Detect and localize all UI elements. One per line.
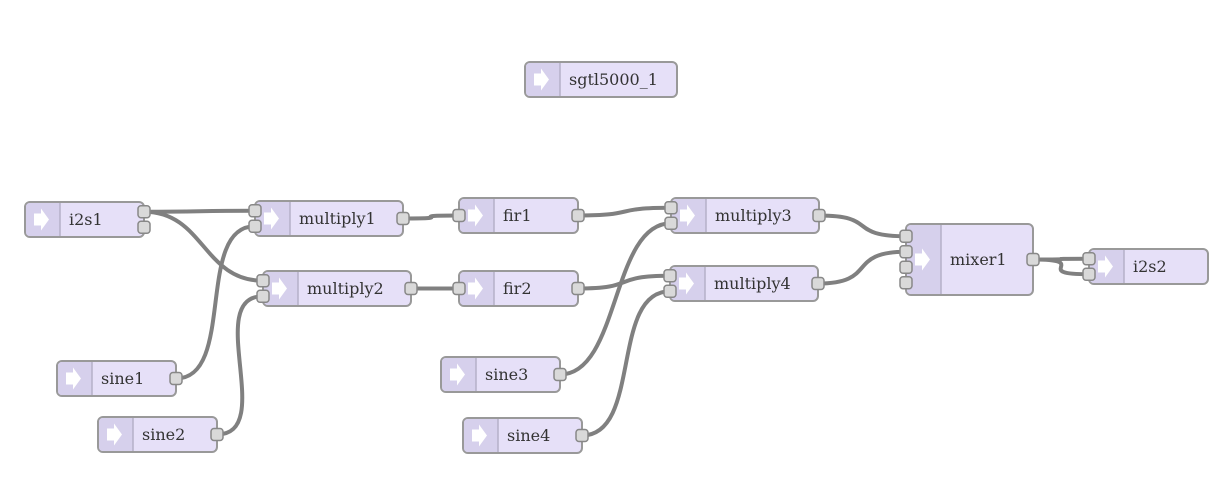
node-label: sine2 (142, 425, 185, 444)
output-port-0[interactable] (811, 276, 825, 291)
arrow-icon (34, 208, 49, 231)
input-port-0[interactable] (664, 201, 678, 215)
wire-multiply1-to-fir1[interactable] (401, 213, 461, 221)
node-label: sine3 (485, 365, 528, 384)
input-port-1[interactable] (663, 284, 677, 298)
input-port-0[interactable] (1082, 252, 1096, 266)
input-port-0[interactable] (663, 269, 677, 283)
node-layer: sgtl5000_1 i2s1 multiply1 multiply2 fir1 fir2… (24, 61, 1209, 454)
node-i2s2[interactable]: i2s2 (1082, 248, 1209, 285)
node-multiply1[interactable]: multiply1 (248, 200, 410, 237)
wire-multiply3-to-mixer1[interactable] (817, 213, 908, 239)
arrow-icon (472, 424, 487, 447)
node-label: multiply2 (307, 279, 384, 298)
arrow-icon (450, 363, 465, 386)
connection-wires (142, 205, 1091, 438)
node-label: sgtl5000_1 (569, 70, 658, 89)
input-port-0[interactable] (452, 281, 466, 296)
node-multiply2[interactable]: multiply2 (256, 270, 418, 307)
node-multiply3[interactable]: multiply3 (664, 197, 826, 234)
node-label: multiply3 (715, 206, 792, 225)
output-port-1[interactable] (137, 220, 151, 234)
output-port-0[interactable] (553, 367, 567, 382)
input-port-2[interactable] (899, 260, 913, 274)
arrow-icon (107, 423, 122, 446)
node-label: sine1 (101, 369, 144, 388)
node-body (524, 61, 678, 98)
wire-sine2-to-multiply2[interactable] (215, 294, 265, 437)
arrow-icon (468, 277, 483, 300)
node-label: i2s1 (69, 210, 103, 229)
node-sine1[interactable]: sine1 (56, 360, 183, 397)
node-sine2[interactable]: sine2 (97, 416, 224, 453)
input-port-1[interactable] (664, 216, 678, 230)
input-port-0[interactable] (248, 204, 262, 218)
output-port-0[interactable] (575, 428, 589, 443)
input-port-1[interactable] (1082, 267, 1096, 281)
node-label: sine4 (507, 426, 550, 445)
arrow-icon (680, 204, 695, 227)
output-port-0[interactable] (812, 208, 826, 223)
output-port-0[interactable] (169, 371, 183, 386)
node-label: i2s2 (1133, 257, 1167, 276)
node-label: multiply1 (299, 209, 376, 228)
node-label: fir2 (503, 279, 532, 298)
wire-fir1-to-multiply3[interactable] (576, 205, 673, 218)
node-label: fir1 (503, 206, 532, 225)
input-port-0[interactable] (256, 274, 270, 288)
wire-sine3-to-multiply3[interactable] (558, 221, 673, 377)
output-port-0[interactable] (571, 281, 585, 296)
wire-mixer1-to-i2s2[interactable] (1031, 257, 1091, 277)
node-multiply4[interactable]: multiply4 (663, 265, 825, 302)
input-port-1[interactable] (899, 245, 913, 259)
node-sine4[interactable]: sine4 (462, 417, 589, 454)
output-port-0[interactable] (1026, 252, 1040, 267)
input-port-1[interactable] (256, 289, 270, 303)
arrow-icon (534, 68, 549, 91)
wire-i2s1-to-multiply1[interactable] (142, 208, 257, 214)
input-port-1[interactable] (248, 219, 262, 233)
node-fir2[interactable]: fir2 (452, 270, 585, 307)
input-port-0[interactable] (452, 208, 466, 223)
node-sine3[interactable]: sine3 (440, 356, 567, 393)
arrow-icon (264, 207, 279, 230)
wire-i2s1-to-multiply2[interactable] (142, 209, 265, 283)
wire-fir2-to-multiply4[interactable] (576, 273, 672, 291)
arrow-icon (272, 277, 287, 300)
wire-multiply4-to-mixer1[interactable] (816, 249, 908, 286)
output-port-0[interactable] (210, 427, 224, 442)
node-label: mixer1 (950, 250, 1007, 269)
output-port-0[interactable] (396, 211, 410, 226)
output-port-0[interactable] (404, 281, 418, 296)
output-port-0[interactable] (571, 208, 585, 223)
input-port-3[interactable] (899, 276, 913, 290)
node-i2s1[interactable]: i2s1 (24, 201, 151, 238)
arrow-icon (1098, 255, 1113, 278)
node-label: multiply4 (714, 274, 791, 293)
arrow-icon (66, 367, 81, 390)
arrow-icon (915, 248, 930, 271)
output-port-0[interactable] (137, 205, 151, 219)
node-fir1[interactable]: fir1 (452, 197, 585, 234)
wire-sine1-to-multiply1[interactable] (174, 224, 257, 381)
wire-sine4-to-multiply4[interactable] (580, 289, 672, 438)
arrow-icon (468, 204, 483, 227)
arrow-icon (679, 272, 694, 295)
input-port-0[interactable] (899, 229, 913, 243)
node-mixer1[interactable]: mixer1 (899, 223, 1040, 296)
node-sgtl5000_1[interactable]: sgtl5000_1 (524, 61, 678, 98)
